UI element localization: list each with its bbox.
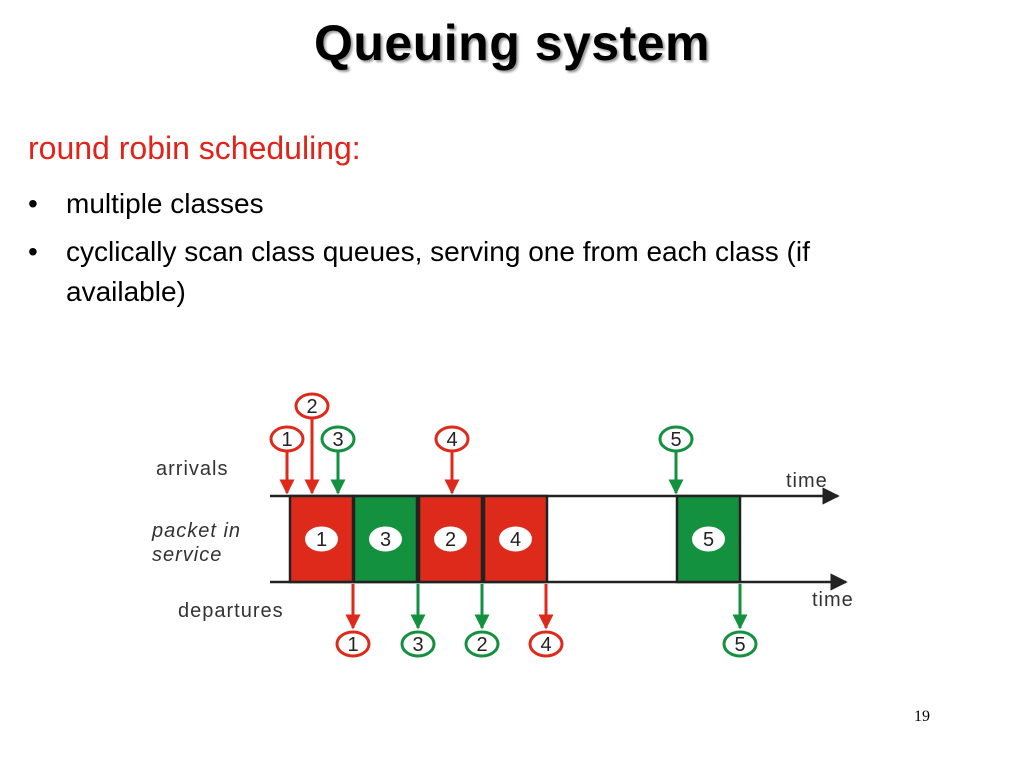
arrival-packet-circle bbox=[658, 425, 694, 453]
arrival-packet-circle bbox=[434, 425, 470, 453]
arrivals-label: arrivals bbox=[156, 458, 228, 480]
round-robin-diagram: arrivals packet in service departures ti… bbox=[151, 392, 854, 658]
departure-packet-circle bbox=[464, 630, 500, 658]
service-packet-number: 5 bbox=[703, 529, 714, 551]
departures-layer: 1 3 2 4 5 bbox=[335, 584, 758, 658]
departure-packet-number: 5 bbox=[734, 634, 745, 656]
arrival-packet-number: 3 bbox=[332, 429, 343, 451]
departure-packet-number: 1 bbox=[347, 634, 358, 656]
bullet-item: • cyclically scan class queues, serving … bbox=[28, 232, 928, 312]
time-label-top: time bbox=[786, 470, 828, 492]
arrival-packet-number: 5 bbox=[670, 429, 681, 451]
service-packet-number: 1 bbox=[316, 529, 327, 551]
departure-packet-circle bbox=[335, 630, 371, 658]
departures-label: departures bbox=[178, 600, 284, 622]
arrivals-layer: 123 4 5 bbox=[269, 392, 694, 495]
arrival-packet-number: 4 bbox=[446, 429, 457, 451]
bullet-list: • multiple classes • cyclically scan cla… bbox=[28, 184, 928, 320]
arrival-packet-circle bbox=[269, 425, 305, 453]
service-packet-circle bbox=[369, 526, 402, 552]
bullet-dot-icon: • bbox=[28, 188, 38, 219]
service-packet-circle bbox=[499, 526, 532, 552]
bullet-text: cyclically scan class queues, serving on… bbox=[66, 236, 810, 307]
departure-packet-circle bbox=[528, 630, 564, 658]
packet-in-service-label: packet in bbox=[151, 520, 241, 542]
packet-in-service-label: service bbox=[152, 544, 222, 566]
service-packet-number: 2 bbox=[445, 529, 456, 551]
bullet-text: multiple classes bbox=[66, 188, 264, 219]
time-label-bottom: time bbox=[812, 589, 854, 611]
service-packet-number: 4 bbox=[510, 529, 521, 551]
service-packet-circle bbox=[692, 526, 725, 552]
slide-subtitle: round robin scheduling: bbox=[28, 130, 361, 166]
departure-packet-circle bbox=[400, 630, 436, 658]
page-number: 19 bbox=[914, 708, 930, 725]
departure-packet-number: 3 bbox=[412, 634, 423, 656]
service-packet-circle bbox=[434, 526, 467, 552]
bullet-dot-icon: • bbox=[28, 236, 38, 267]
bullet-item: • multiple classes bbox=[28, 184, 928, 224]
departure-packet-number: 2 bbox=[476, 634, 487, 656]
service-packet-number: 3 bbox=[380, 529, 391, 551]
arrival-packet-circle bbox=[294, 392, 330, 420]
slide-title: Queuing system bbox=[314, 15, 710, 71]
departure-packet-circle bbox=[722, 630, 758, 658]
arrival-packet-circle bbox=[320, 425, 356, 453]
service-packet-circle bbox=[305, 526, 338, 552]
departure-packet-number: 4 bbox=[540, 634, 551, 656]
arrival-packet-number: 2 bbox=[306, 396, 317, 418]
service-layer: 1 3 2 4 5 bbox=[288, 494, 742, 584]
arrival-packet-number: 1 bbox=[281, 429, 292, 451]
